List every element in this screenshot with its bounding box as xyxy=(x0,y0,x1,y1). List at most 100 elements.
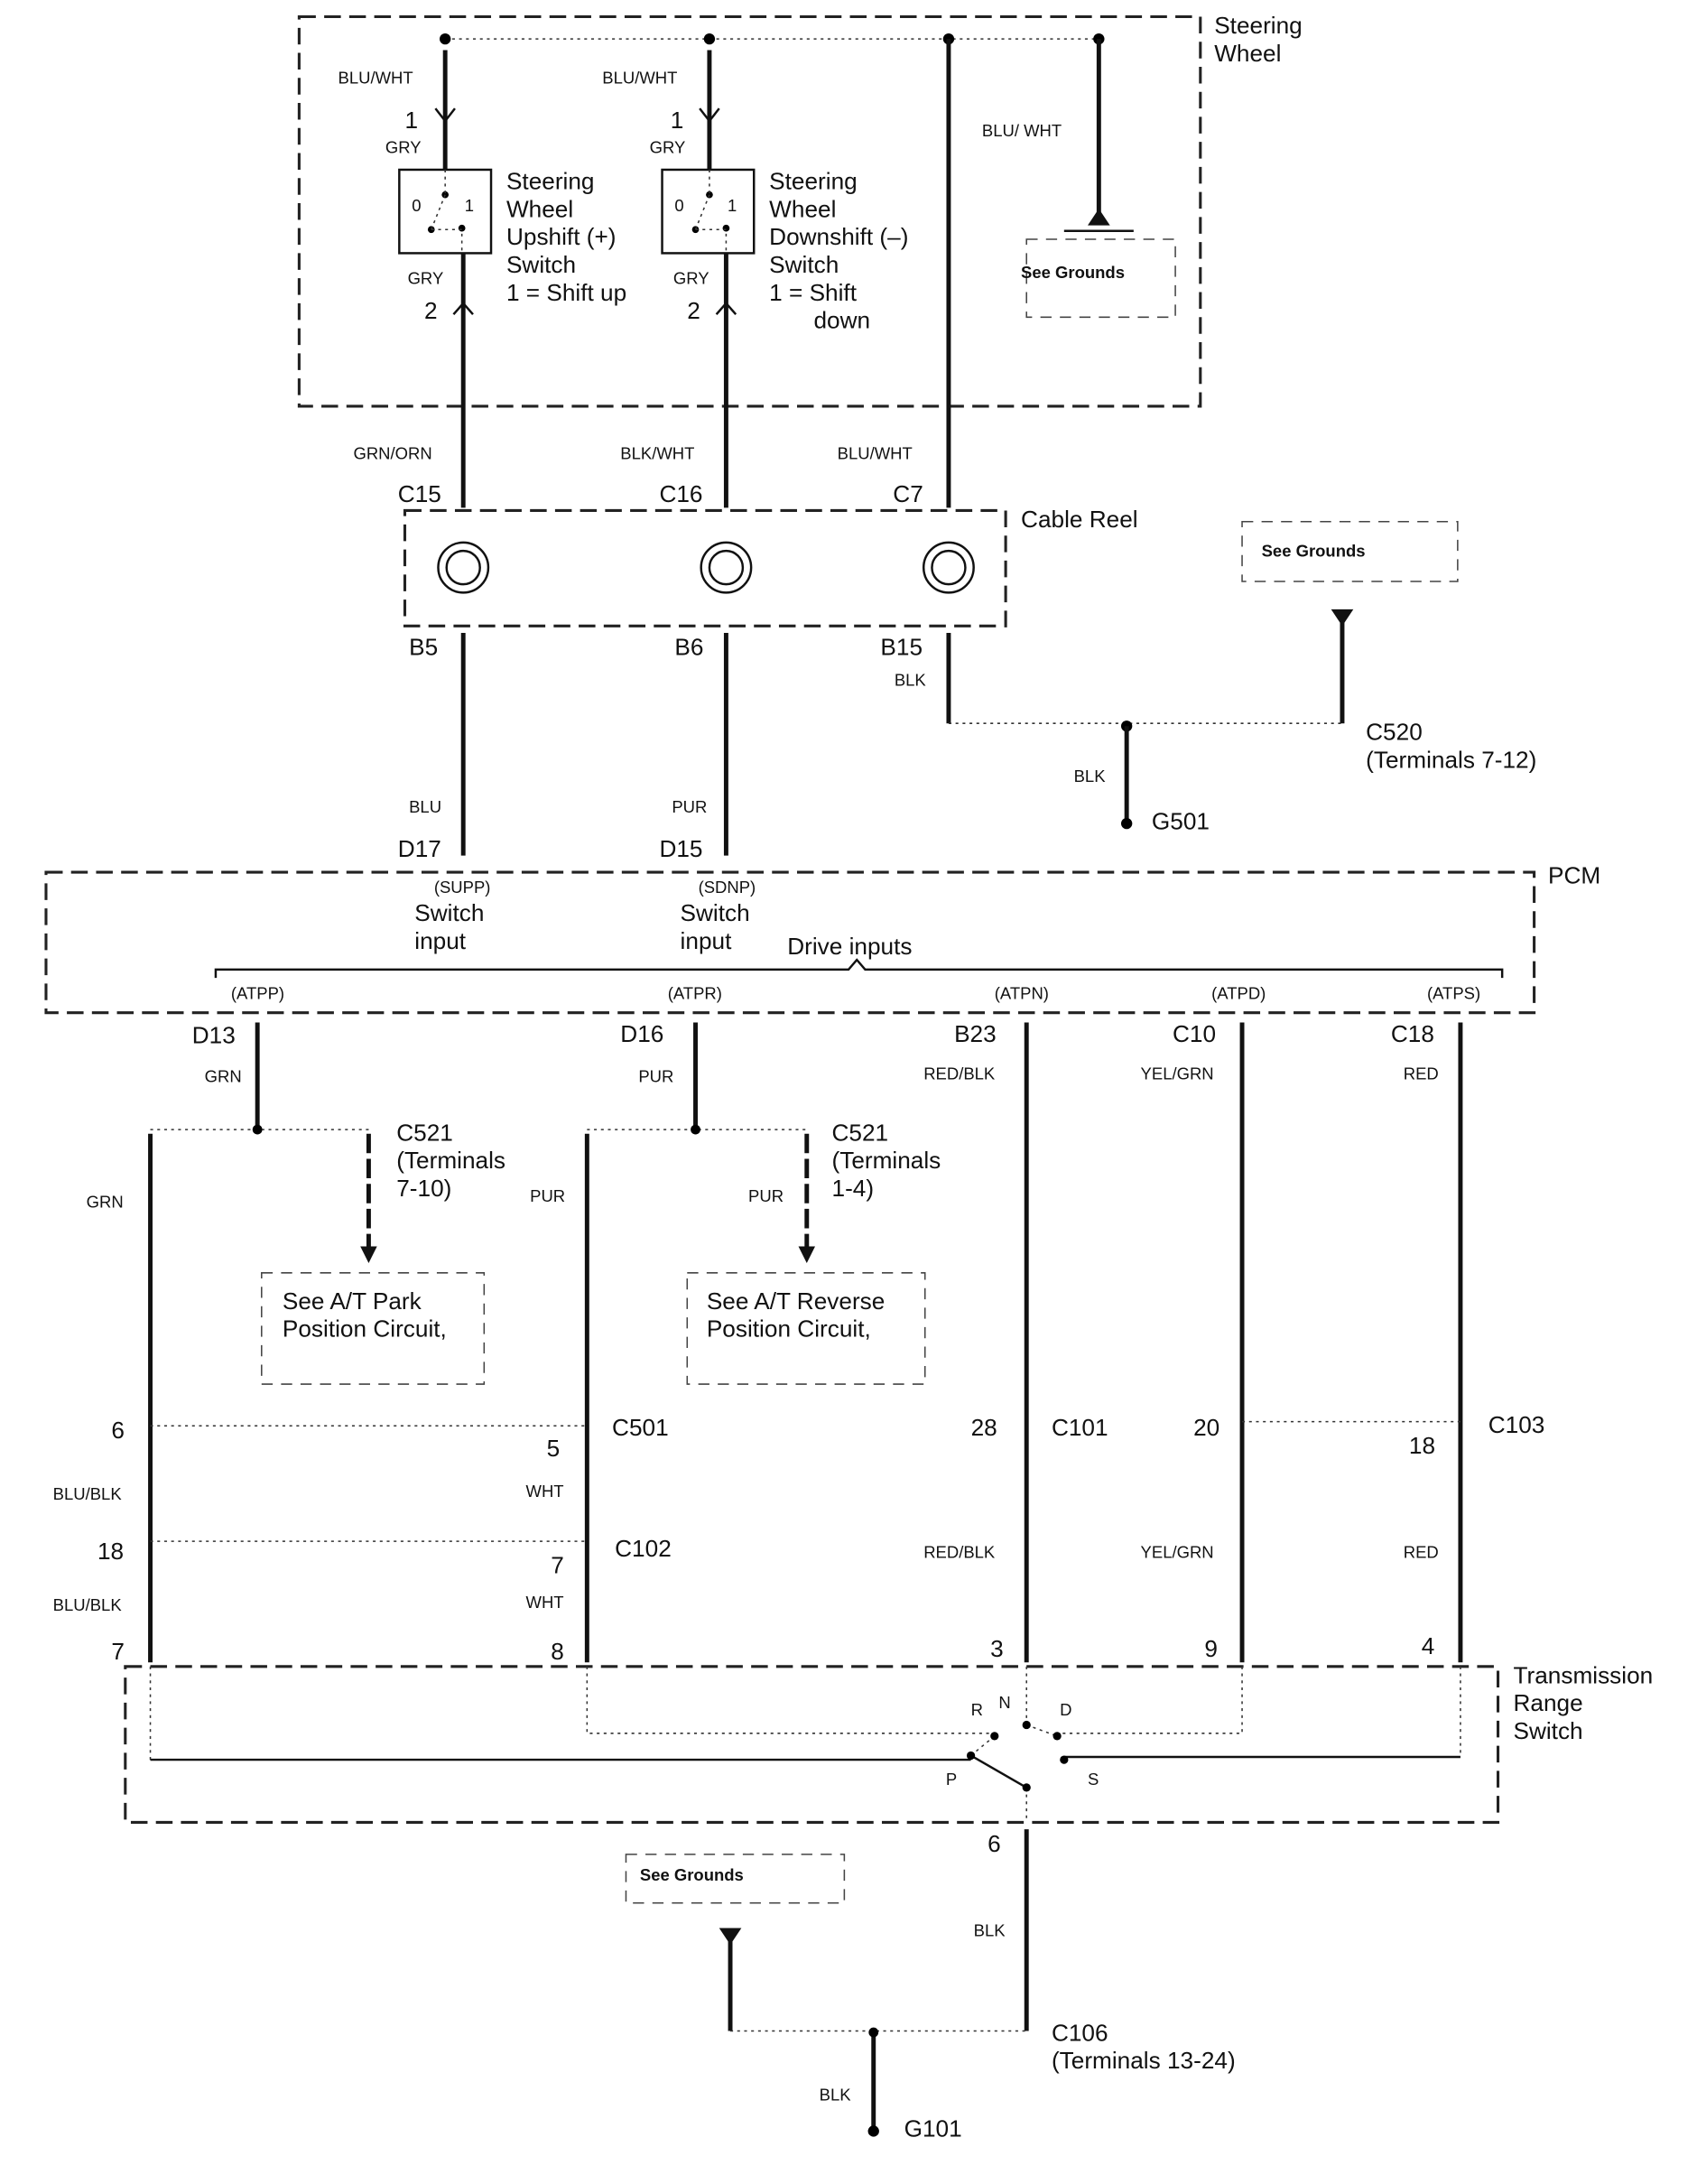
ground-arrow-icon xyxy=(719,1928,742,1945)
svg-text:PUR: PUR xyxy=(748,1186,784,1205)
pin-label: D17 xyxy=(398,835,441,862)
ground-arrow-icon xyxy=(1088,209,1110,226)
connectors: 6 5 C501 28 C101 20 18 C103 BLU/BLK WHT … xyxy=(53,1411,1545,1665)
svg-text:input: input xyxy=(681,927,733,954)
svg-text:C15: C15 xyxy=(398,480,441,507)
svg-text:BLU/BLK: BLU/BLK xyxy=(53,1484,123,1503)
see-grounds-text: See Grounds xyxy=(1021,263,1125,282)
svg-text:1 = Shift: 1 = Shift xyxy=(769,279,858,306)
svg-text:Transmission: Transmission xyxy=(1513,1661,1653,1688)
ground-wires xyxy=(1124,618,1345,822)
svg-text:See A/T Reverse: See A/T Reverse xyxy=(707,1287,885,1315)
ground-g101: See Grounds C106 (Terminals 13-24) BLK G… xyxy=(625,1854,1236,2142)
svg-text:9: 9 xyxy=(1204,1635,1218,1662)
svg-text:1: 1 xyxy=(465,196,474,215)
svg-text:C102: C102 xyxy=(615,1535,672,1562)
wire-label: PUR xyxy=(672,797,707,816)
svg-text:(ATPR): (ATPR) xyxy=(668,983,722,1002)
pin-label: D15 xyxy=(659,835,702,862)
svg-text:C16: C16 xyxy=(659,480,702,507)
svg-text:7-10): 7-10) xyxy=(396,1175,451,1202)
svg-text:Range: Range xyxy=(1513,1689,1582,1716)
svg-text:5: 5 xyxy=(547,1435,561,1462)
svg-text:Cable Reel: Cable Reel xyxy=(1021,506,1138,533)
svg-text:(ATPN): (ATPN) xyxy=(995,983,1049,1002)
svg-text:BLU/WHT: BLU/WHT xyxy=(838,443,913,462)
svg-text:D13: D13 xyxy=(192,1022,236,1049)
svg-text:18: 18 xyxy=(97,1538,124,1565)
svg-text:1: 1 xyxy=(728,196,737,215)
svg-text:C103: C103 xyxy=(1488,1411,1545,1438)
svg-text:B6: B6 xyxy=(674,634,703,661)
svg-text:Wheel: Wheel xyxy=(506,195,573,222)
svg-text:C520: C520 xyxy=(1366,719,1423,746)
svg-text:P: P xyxy=(946,1770,957,1789)
c521-wires xyxy=(366,1133,810,1250)
svg-text:20: 20 xyxy=(1193,1414,1219,1441)
svg-text:D16: D16 xyxy=(620,1020,663,1047)
svg-text:3: 3 xyxy=(990,1635,1004,1662)
wire-label: BLU/ WHT xyxy=(982,121,1062,140)
steering-wheel-boundary xyxy=(297,14,1202,408)
svg-text:RED/BLK: RED/BLK xyxy=(923,1064,996,1083)
svg-text:YEL/GRN: YEL/GRN xyxy=(1141,1064,1214,1083)
svg-text:BLK/WHT: BLK/WHT xyxy=(620,443,694,462)
svg-text:B23: B23 xyxy=(954,1020,997,1047)
svg-text:(SUPP): (SUPP) xyxy=(434,878,491,897)
svg-text:PUR: PUR xyxy=(530,1186,565,1205)
svg-text:1: 1 xyxy=(671,107,684,134)
svg-text:PUR: PUR xyxy=(638,1067,673,1086)
splice-dot xyxy=(1120,720,1133,732)
svg-text:18: 18 xyxy=(1409,1432,1435,1459)
transmission-range-switch: Transmission Range Switch R N D P S 6 BL… xyxy=(124,1661,1653,1940)
svg-text:RED/BLK: RED/BLK xyxy=(923,1543,996,1562)
svg-text:(Terminals 13-24): (Terminals 13-24) xyxy=(1052,2047,1236,2074)
svg-text:Drive inputs: Drive inputs xyxy=(787,933,912,960)
svg-text:RED: RED xyxy=(1404,1543,1439,1562)
svg-text:Switch: Switch xyxy=(506,251,576,278)
steering-wheel-label: Steering xyxy=(1214,12,1303,39)
svg-text:C7: C7 xyxy=(893,480,923,507)
upshift-switch: BLU/WHT 1 GRY 0 1 GRY 2 Steering Wheel U… xyxy=(338,50,626,508)
see-grounds-box xyxy=(1025,238,1176,319)
svg-text:B5: B5 xyxy=(409,634,438,661)
svg-text:2: 2 xyxy=(424,297,438,324)
svg-text:1: 1 xyxy=(404,107,418,134)
svg-text:C101: C101 xyxy=(1052,1414,1108,1441)
svg-text:Steering: Steering xyxy=(769,168,858,195)
svg-text:28: 28 xyxy=(971,1414,997,1441)
svg-text:7: 7 xyxy=(551,1552,564,1579)
svg-text:Switch: Switch xyxy=(1513,1717,1582,1744)
svg-text:BLK: BLK xyxy=(820,2086,852,2105)
splice-lines xyxy=(150,1129,1461,1542)
svg-text:YEL/GRN: YEL/GRN xyxy=(1141,1543,1214,1562)
svg-text:(ATPD): (ATPD) xyxy=(1211,983,1266,1002)
svg-text:RED: RED xyxy=(1404,1064,1439,1083)
svg-text:C521: C521 xyxy=(832,1119,889,1146)
svg-text:Upshift (+): Upshift (+) xyxy=(506,223,617,250)
wire-label: BLU xyxy=(409,797,441,816)
svg-text:G501: G501 xyxy=(1152,807,1210,834)
svg-text:Downshift (–): Downshift (–) xyxy=(769,223,908,250)
svg-text:C521: C521 xyxy=(396,1119,453,1146)
steering-wheel-label: Wheel xyxy=(1214,40,1281,67)
svg-text:GRY: GRY xyxy=(650,137,686,156)
svg-text:BLK: BLK xyxy=(974,1921,1006,1940)
transmission-wires xyxy=(148,1022,1463,1663)
svg-text:4: 4 xyxy=(1422,1632,1435,1659)
svg-text:C10: C10 xyxy=(1173,1020,1216,1047)
svg-text:1-4): 1-4) xyxy=(832,1175,875,1202)
splice-dots xyxy=(252,1124,700,1135)
svg-text:(ATPS): (ATPS) xyxy=(1427,983,1480,1002)
wires xyxy=(460,633,951,856)
svg-text:Wheel: Wheel xyxy=(769,195,836,222)
svg-text:2: 2 xyxy=(687,297,700,324)
svg-text:input: input xyxy=(414,927,467,954)
svg-text:See Grounds: See Grounds xyxy=(1262,541,1366,560)
svg-text:G101: G101 xyxy=(904,2115,962,2142)
svg-text:0: 0 xyxy=(412,196,421,215)
svg-text:WHT: WHT xyxy=(526,1482,564,1501)
svg-text:(Terminals 7-12): (Terminals 7-12) xyxy=(1366,747,1536,774)
svg-text:S: S xyxy=(1088,1770,1099,1789)
